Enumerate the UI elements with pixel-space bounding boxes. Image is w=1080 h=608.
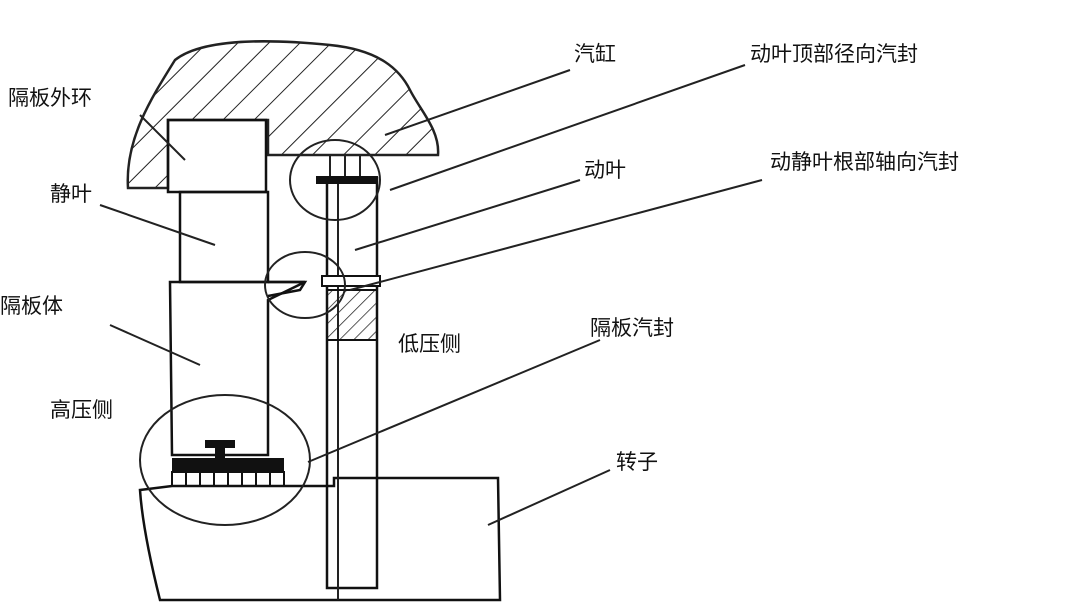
label-moving-blade: 动叶: [584, 158, 626, 182]
label-cylinder: 汽缸: [574, 42, 616, 66]
blade-tip-radial-seal: [316, 155, 378, 184]
label-diaphragm-outer-ring: 隔板外环: [8, 86, 92, 110]
label-low-pressure-side: 低压侧: [398, 332, 461, 356]
diaphragm-seal-circle: [139, 394, 311, 526]
rotor: [138, 476, 502, 602]
diaphragm-body: [168, 280, 306, 457]
label-rotor: 转子: [616, 450, 658, 474]
root-seal-circle: [264, 251, 346, 319]
tip-seal-circle: [289, 139, 381, 221]
label-diaphragm-seal: 隔板汽封: [590, 316, 674, 340]
label-root-axial-seal: 动静叶根部轴向汽封: [770, 150, 959, 174]
label-stationary-blade: 静叶: [50, 182, 92, 206]
label-blade-tip-radial-seal: 动叶顶部径向汽封: [750, 42, 918, 66]
diaphragm-seal: [171, 440, 285, 487]
diaphragm-outer-ring: [166, 118, 268, 194]
label-diaphragm-body: 隔板体: [0, 294, 63, 318]
root-axial-seal: [267, 280, 308, 298]
leader-lines: [99, 64, 763, 526]
cylinder-casing: [126, 40, 440, 190]
label-high-pressure-side: 高压侧: [50, 398, 113, 422]
moving-blade: [321, 176, 381, 600]
